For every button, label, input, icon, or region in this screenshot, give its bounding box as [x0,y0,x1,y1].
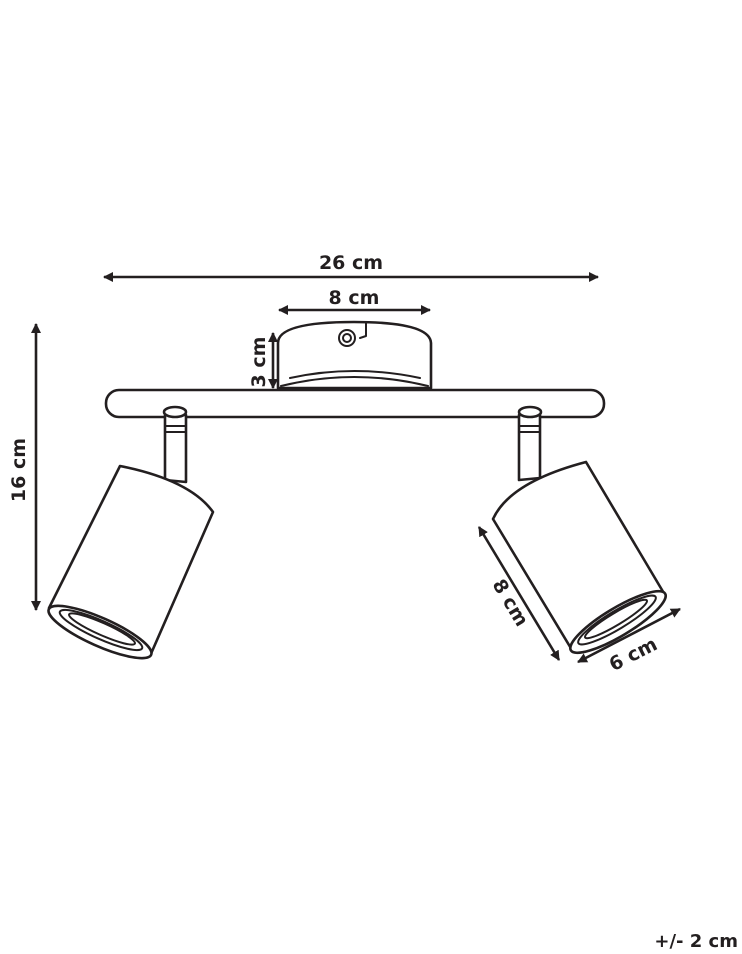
dim-base-width: 8 cm [278,287,431,315]
right-spotlight [491,405,667,655]
dim-base-height-label: 3 cm [248,337,270,388]
right-spotlight-stem [517,405,543,482]
dim-base-height: 3 cm [248,332,278,389]
dim-base-width-label: 8 cm [329,287,380,309]
tolerance-note: +/- 2 cm [654,931,738,952]
dim-total-height-label: 16 cm [8,438,30,502]
mounting-bar [104,388,606,419]
left-spotlight-shade [47,464,215,660]
right-spotlight-shade [491,460,667,655]
dim-total-width: 26 cm [103,252,599,282]
canopy-screw-icon [338,321,367,347]
left-spotlight-stem [162,405,188,484]
dim-total-width-label: 26 cm [319,252,383,274]
left-spotlight [47,405,215,660]
dim-total-height: 16 cm [8,323,41,611]
ceiling-canopy [276,320,433,390]
